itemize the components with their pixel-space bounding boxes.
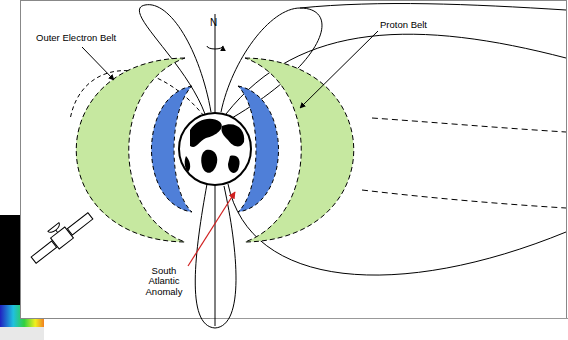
panel-edge [210, 318, 568, 319]
rotation-arrow [207, 46, 223, 49]
diagram-panel [21, 1, 567, 319]
satellite [25, 205, 95, 266]
leader-line [300, 31, 378, 108]
label: Proton Belt [380, 20, 427, 30]
leader-line [188, 192, 235, 266]
panel-ground [0, 327, 44, 340]
label: South Atlantic Anomaly [140, 266, 188, 297]
dashed-field-lines [362, 118, 566, 208]
label: N [210, 17, 217, 28]
field-lines [70, 4, 566, 328]
label: Outer Electron Belt [36, 33, 116, 43]
leader-line [82, 47, 114, 80]
earth [179, 113, 251, 185]
